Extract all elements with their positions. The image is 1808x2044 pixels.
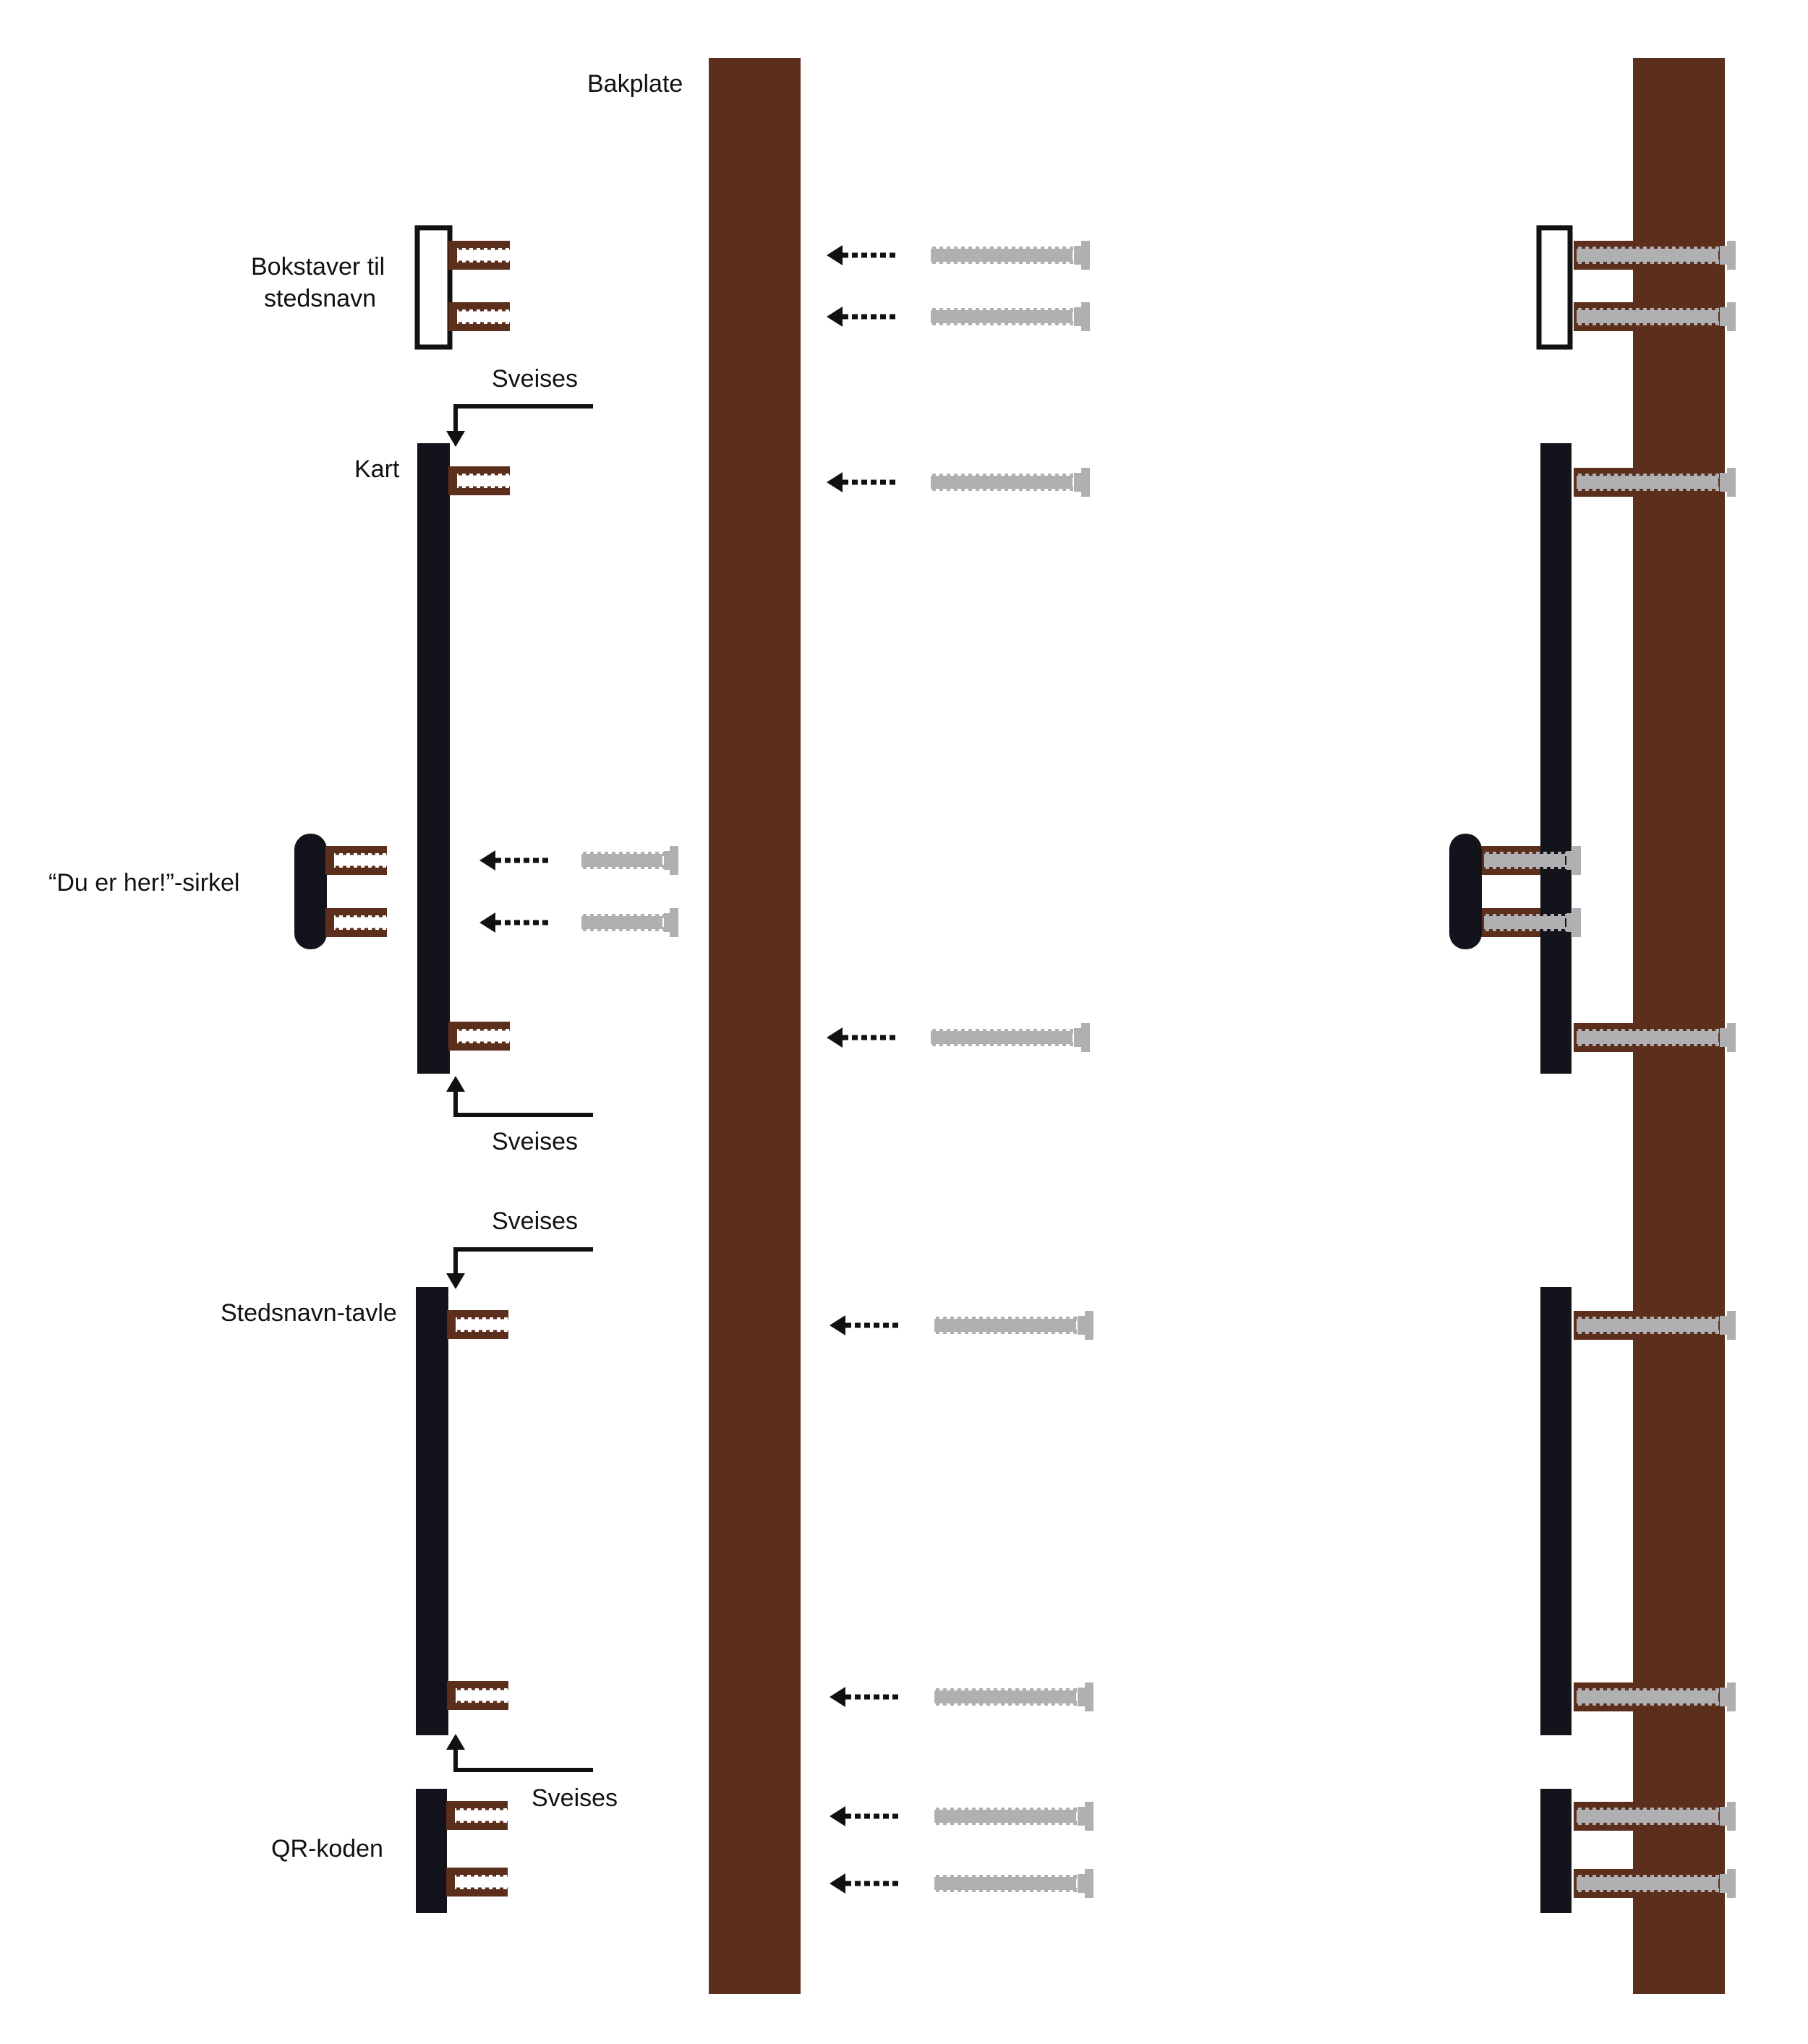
dotted-arrow-left-icon <box>830 1687 902 1707</box>
letters-piece <box>414 225 510 350</box>
label-bakplate: Bakplate <box>587 70 683 98</box>
backplate-assembled <box>1633 58 1725 1994</box>
screw-icon <box>934 1869 1093 1898</box>
screw-icon <box>934 1802 1093 1831</box>
dotted-arrow-left-icon <box>827 307 899 327</box>
label-sveises-2: Sveises <box>492 1128 578 1155</box>
dotted-arrow-left-icon <box>827 1027 899 1048</box>
screw-icon <box>934 1682 1093 1711</box>
screw-icon <box>931 468 1090 497</box>
screw-icon <box>934 1311 1093 1340</box>
dotted-arrow-left-icon <box>830 1315 902 1335</box>
map-panel <box>417 443 510 1074</box>
label-sveises-1: Sveises <box>492 365 578 393</box>
dotted-arrow-left-icon <box>830 1806 902 1826</box>
screw-icon <box>931 241 1090 270</box>
screw-icon <box>931 1023 1090 1052</box>
you-are-here-circle <box>294 834 387 949</box>
dotted-arrow-left-icon <box>479 912 552 933</box>
dotted-arrow-left-icon <box>827 472 899 492</box>
place-name-board-assembled <box>1540 1287 1572 1735</box>
qr-code-panel <box>416 1789 508 1913</box>
label-bokstaver: Bokstaver til stedsnavn <box>251 253 392 312</box>
dotted-arrow-left-icon <box>479 850 552 871</box>
backplate-exploded <box>709 58 801 1994</box>
you-are-here-circle-assembled <box>1449 834 1482 949</box>
label-qr-koden: QR-koden <box>271 1835 383 1863</box>
label-sveises-4: Sveises <box>532 1784 618 1812</box>
label-bokstaver-line1: Bokstaver til <box>251 253 385 281</box>
dotted-arrow-left-icon <box>830 1873 902 1894</box>
label-bokstaver-line2: stedsnavn <box>264 285 376 312</box>
qr-code-panel-assembled <box>1540 1789 1572 1913</box>
label-du-er-her: “Du er her!”-sirkel <box>48 869 239 897</box>
screw-icon <box>581 908 678 937</box>
weld-arrow-kart-bottom <box>446 1076 593 1117</box>
label-sveises-3: Sveises <box>492 1207 578 1235</box>
map-panel-assembled <box>1540 443 1572 1074</box>
letters-piece-assembled <box>1536 225 1573 350</box>
label-stedsnavn-tavle: Stedsnavn-tavle <box>221 1299 397 1327</box>
screw-icon <box>931 302 1090 331</box>
screw-icon <box>581 846 678 875</box>
dotted-arrow-left-icon <box>827 245 899 265</box>
weld-arrow-tavle-top <box>446 1247 593 1289</box>
weld-arrow-tavle-bottom <box>446 1734 593 1772</box>
weld-arrow-kart-top <box>446 404 593 447</box>
place-name-board <box>416 1287 508 1735</box>
label-kart: Kart <box>354 456 400 483</box>
